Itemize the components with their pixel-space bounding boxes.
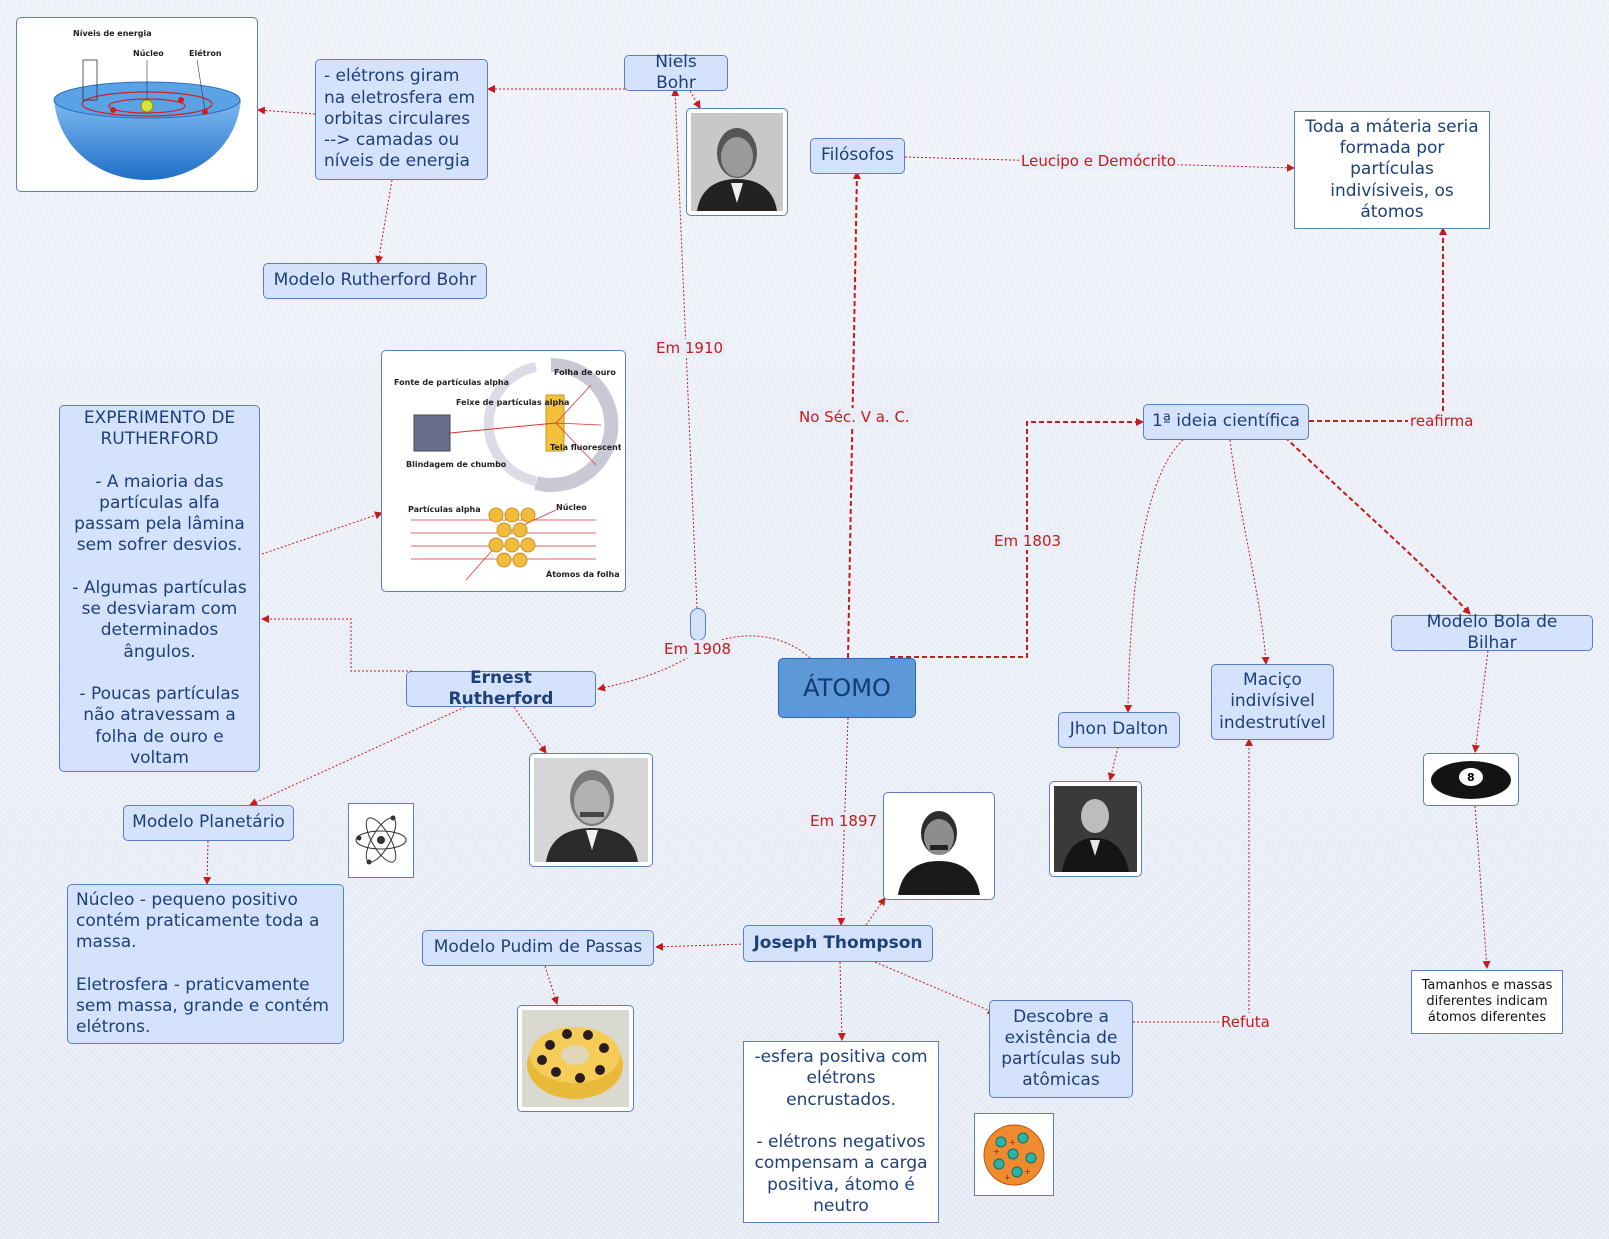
link-thompson-descobre — [874, 961, 996, 1014]
label-feixe: Feixe de partículas alpha — [456, 398, 569, 407]
label-nucleo: Núcleo — [133, 49, 164, 58]
bohr-model-icon: Níveis de energia Núcleo Elétron — [21, 22, 253, 187]
label-em1910: Em 1910 — [654, 339, 726, 357]
node-experimento[interactable]: EXPERIMENTO DE RUTHERFORD - A maioria da… — [59, 405, 260, 772]
svg-text:+: + — [1024, 1167, 1031, 1176]
atom-orbit-image — [348, 803, 414, 878]
link-descobre-macico — [1133, 738, 1253, 1023]
link-rutherford-photo — [513, 706, 547, 754]
link-ideia-toda — [1309, 227, 1447, 422]
link-rutherford-bohr — [671, 88, 698, 609]
bohr-model-image: Níveis de energia Núcleo Elétron — [16, 17, 258, 192]
link-experimento-img — [261, 511, 383, 555]
link-ideia-macico — [1229, 439, 1270, 665]
label-reafirma: reafirma — [1408, 412, 1476, 430]
label-nucleo-diagram: Núcleo — [556, 503, 587, 512]
svg-text:8: 8 — [1467, 771, 1475, 784]
svg-text:+: + — [993, 1147, 1000, 1156]
node-jhon-dalton[interactable]: Jhon Dalton — [1058, 712, 1180, 748]
link-filosofos-toda — [904, 156, 1295, 172]
node-nucleo-texto[interactable]: Núcleo - pequeno positivo contém pratica… — [67, 884, 344, 1044]
node-descobre[interactable]: Descobre a existência de partículas sub … — [989, 1000, 1133, 1098]
node-filosofos[interactable]: Filósofos — [810, 138, 905, 174]
link-thompson-pudim — [655, 942, 746, 951]
label-no-sec: No Séc. V a. C. — [797, 408, 912, 426]
joseph-thompson-photo — [883, 792, 995, 900]
link-dalton-img — [1107, 746, 1119, 781]
atom-orbit-icon — [355, 815, 407, 865]
label-em1908: Em 1908 — [662, 640, 734, 658]
node-ernest-rutherford[interactable]: Ernest Rutherford — [406, 668, 596, 709]
link-thompson-photo — [865, 897, 886, 926]
thomson-atom-image: + + + + — [974, 1113, 1054, 1196]
node-modelo-rutherford-bohr[interactable]: Modelo Rutherford Bohr — [263, 263, 487, 299]
label-eletron: Elétron — [189, 48, 222, 58]
node-eletrons-giram[interactable]: - elétrons giram na eletrosfera em orbit… — [315, 59, 488, 180]
rutherford-experiment-icon: Fonte de partículas alpha Feixe de partí… — [386, 355, 621, 587]
label-em1897: Em 1897 — [808, 812, 880, 830]
link-rutherford-planetario — [249, 706, 466, 806]
link-atomo-thompson — [837, 717, 849, 926]
node-modelo-bola[interactable]: Modelo Bola de Bilhar — [1391, 612, 1593, 653]
node-tamanhos[interactable]: Tamanhos e massas diferentes indicam áto… — [1411, 970, 1563, 1034]
link-eletrons-modelo — [375, 179, 393, 264]
label-atomos: Átomos da folha de ouro — [546, 568, 621, 579]
label-particulas-alpha: Partículas alpha — [408, 505, 481, 514]
link-thompson-esfera — [837, 961, 846, 1041]
link-billiard-tamanhos — [1474, 805, 1491, 969]
billiard-ball-icon: 8 — [1431, 761, 1511, 799]
node-toda-materia[interactable]: Toda a máteria seria formada por partícu… — [1294, 111, 1490, 229]
node-small-connector[interactable] — [690, 608, 706, 641]
label-folha: Folha de ouro — [554, 368, 616, 377]
billiard-ball-image: 8 — [1423, 753, 1519, 806]
pudding-image — [517, 1005, 634, 1112]
link-eletrons-diagrama — [257, 106, 316, 115]
link-rutherford-experimento — [261, 615, 412, 672]
link-ideia-bola — [1284, 436, 1471, 615]
label-blindagem: Blindagem de chumbo — [406, 460, 507, 469]
label-niveis: Níveis de energia — [73, 29, 152, 38]
john-dalton-photo — [1049, 781, 1142, 877]
link-bola-img — [1471, 650, 1489, 753]
node-niels-bohr[interactable]: Niels Bohr — [624, 52, 728, 93]
node-macico[interactable]: Maciço indivísivel indestrutível — [1211, 664, 1334, 740]
node-modelo-planetario[interactable]: Modelo Planetário — [123, 805, 294, 841]
link-pudim-img — [544, 965, 559, 1005]
link-ideia-dalton — [1124, 439, 1184, 713]
link-bohr-photo — [689, 90, 701, 109]
label-fonte: Fonte de partículas alpha — [394, 378, 509, 387]
link-planetario-nucleo — [203, 840, 212, 885]
central-topic-atomo[interactable]: ÁTOMO — [778, 658, 916, 718]
rutherford-experiment-image: Fonte de partículas alpha Feixe de partí… — [381, 350, 626, 592]
node-primeira-ideia[interactable]: 1ª ideia científica — [1143, 404, 1309, 440]
label-refuta: Refuta — [1219, 1013, 1272, 1031]
node-modelo-pudim[interactable]: Modelo Pudim de Passas — [422, 930, 654, 966]
label-leucipo: Leucipo e Demócrito — [1019, 152, 1178, 170]
label-em1803: Em 1803 — [992, 532, 1064, 550]
node-esfera-positiva[interactable]: -esfera positiva com elétrons encrustado… — [743, 1041, 939, 1223]
niels-bohr-photo — [686, 108, 788, 216]
link-atomo-ideia — [890, 418, 1144, 658]
label-tela: Tela fluorescente — [550, 443, 621, 452]
pudding-icon — [522, 1010, 629, 1107]
ernest-rutherford-photo — [529, 753, 653, 867]
thomson-atom-icon: + + + + — [983, 1124, 1045, 1186]
node-joseph-thompson[interactable]: Joseph Thompson — [743, 925, 933, 962]
svg-text:+: + — [1009, 1138, 1016, 1147]
svg-text:+: + — [1004, 1173, 1011, 1182]
